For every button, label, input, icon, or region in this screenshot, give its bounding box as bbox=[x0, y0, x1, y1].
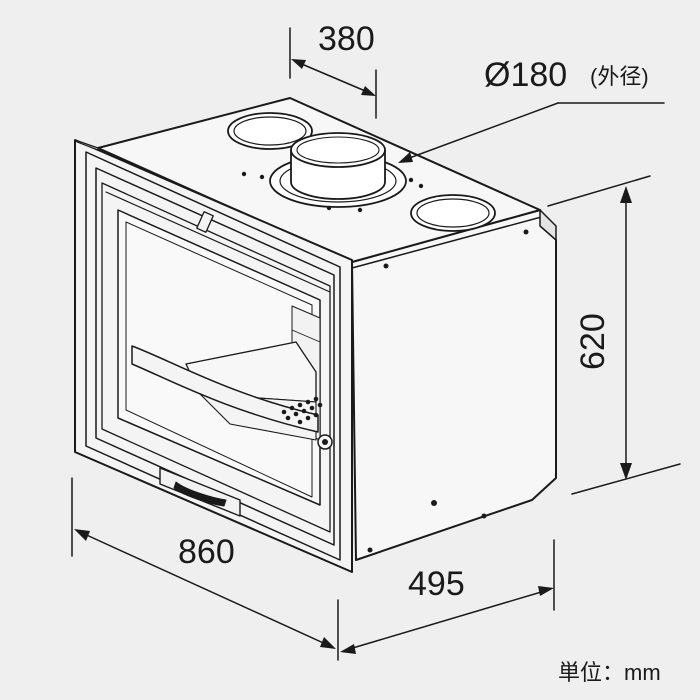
dim-495-arrow-right bbox=[538, 586, 554, 596]
firebox-back-line bbox=[291, 329, 321, 343]
dim-620-arrow-top bbox=[620, 186, 632, 203]
dim-180-arrow bbox=[398, 152, 413, 163]
dim-860-arrow-right bbox=[320, 637, 336, 649]
label-flue-diameter-note: (外径) bbox=[590, 64, 649, 89]
door-top-bar bbox=[105, 191, 331, 293]
door-latch bbox=[196, 211, 214, 233]
side-screw bbox=[383, 263, 389, 269]
dim-860-line bbox=[79, 531, 331, 647]
dim-495-arrow-left bbox=[340, 644, 356, 654]
dim-180-leader bbox=[403, 102, 559, 161]
label-flue-diameter: Ø180 bbox=[484, 56, 567, 94]
front-frame-edge bbox=[74, 139, 99, 151]
side-screw bbox=[523, 229, 529, 235]
side-panel bbox=[351, 209, 557, 561]
side-screw bbox=[367, 547, 373, 553]
door-knob-center bbox=[322, 439, 328, 445]
dim-380-line bbox=[296, 61, 371, 94]
grate-holes bbox=[281, 396, 323, 425]
unit-label: 単位：mm bbox=[558, 660, 661, 685]
flue-collar-top-inner bbox=[296, 136, 380, 164]
dim-620-arrow-bottom bbox=[620, 463, 632, 480]
dim-380-arrow-right bbox=[361, 86, 376, 96]
side-panel-top-edge bbox=[351, 215, 546, 269]
ash-drawer-handle bbox=[173, 481, 227, 507]
side-screw bbox=[431, 500, 437, 506]
dim-620-ext-top bbox=[547, 175, 651, 207]
right-port-inner bbox=[416, 198, 490, 228]
label-depth: 495 bbox=[408, 565, 465, 603]
dim-380-arrow-left bbox=[291, 59, 306, 69]
top-screw bbox=[241, 171, 247, 177]
top-screw bbox=[259, 174, 265, 180]
dim-495-line bbox=[345, 589, 549, 651]
top-lip bbox=[539, 209, 557, 241]
dim-860-arrow-left bbox=[74, 529, 90, 541]
grate-front-lip bbox=[131, 345, 319, 433]
glass-window-inner bbox=[125, 221, 313, 498]
left-port-inner bbox=[233, 116, 307, 146]
label-width: 860 bbox=[178, 533, 235, 571]
top-screw bbox=[326, 205, 332, 211]
side-screw bbox=[481, 513, 487, 519]
top-screw bbox=[418, 183, 424, 189]
label-height: 620 bbox=[574, 313, 612, 370]
label-flue-spacing: 380 bbox=[318, 20, 375, 58]
top-screw bbox=[357, 207, 363, 213]
top-screw bbox=[408, 177, 414, 183]
